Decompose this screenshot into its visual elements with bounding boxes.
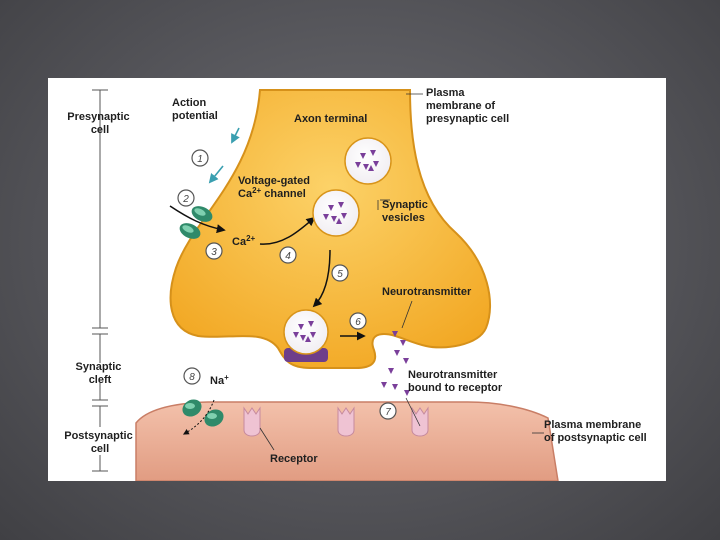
step-marker-2: 2 bbox=[177, 189, 195, 207]
receptor-label: Receptor bbox=[270, 453, 318, 465]
step-marker-3: 3 bbox=[205, 242, 223, 260]
postsynaptic-cell-label: Postsynaptic cell bbox=[64, 430, 136, 455]
neurotransmitter-bound-label: Neurotransmitter bound to receptor bbox=[408, 369, 503, 394]
released-neurotransmitter bbox=[381, 331, 410, 396]
receptor bbox=[337, 406, 355, 437]
step-marker-1: 1 bbox=[191, 149, 209, 167]
step-marker-8: 8 bbox=[183, 367, 201, 385]
postsynaptic-cell-body bbox=[135, 401, 559, 481]
synaptic-cleft-label: Synaptic cleft bbox=[76, 361, 125, 386]
slide-canvas: 1 2 3 4 5 6 7 8 Presynaptic cell Synapti… bbox=[48, 78, 666, 481]
vesicle-movement-arrow bbox=[312, 249, 331, 308]
calcium-ion-label: Ca2+ bbox=[232, 234, 256, 248]
svg-text:6: 6 bbox=[355, 317, 361, 328]
voltage-gated-channel-label: Voltage-gated Ca2+ channel bbox=[238, 175, 313, 200]
step-marker-5: 5 bbox=[331, 264, 349, 282]
side-scale bbox=[92, 89, 108, 472]
calcium-influx-arrow bbox=[169, 205, 226, 234]
voltage-gated-channel-lower bbox=[179, 223, 201, 239]
receptor-bound bbox=[411, 406, 429, 437]
action-potential-arrows bbox=[208, 127, 240, 184]
svg-text:3: 3 bbox=[211, 247, 217, 258]
docked-vesicle bbox=[283, 309, 329, 362]
step-marker-6: 6 bbox=[349, 312, 367, 330]
presynaptic-cell-label: Presynaptic cell bbox=[67, 111, 132, 136]
svg-text:5: 5 bbox=[337, 269, 343, 280]
neurotransmitter-label: Neurotransmitter bbox=[382, 286, 472, 298]
svg-text:1: 1 bbox=[197, 154, 203, 165]
synaptic-vesicles-label: Synaptic vesicles bbox=[382, 199, 431, 224]
synaptic-vesicle bbox=[344, 137, 392, 185]
axon-terminal-label: Axon terminal bbox=[294, 113, 367, 125]
receptor bbox=[243, 406, 261, 437]
sodium-ion-label: Na+ bbox=[210, 373, 229, 387]
plasma-membrane-presynaptic-label: Plasma membrane of presynaptic cell bbox=[426, 87, 509, 125]
svg-text:8: 8 bbox=[189, 372, 195, 383]
svg-text:7: 7 bbox=[385, 407, 391, 418]
svg-text:4: 4 bbox=[285, 251, 291, 262]
leader-lines bbox=[259, 93, 544, 451]
action-potential-label: Action potential bbox=[172, 97, 218, 122]
calcium-to-vesicle-arrow bbox=[259, 216, 316, 245]
plasma-membrane-postsynaptic-label: Plasma membrane of postsynaptic cell bbox=[544, 419, 647, 444]
step-marker-4: 4 bbox=[279, 246, 297, 264]
voltage-gated-channel-upper bbox=[191, 206, 213, 222]
sodium-influx-arrow bbox=[182, 399, 215, 435]
synapse-diagram: 1 2 3 4 5 6 7 8 Presynaptic cell Synapti… bbox=[64, 87, 647, 481]
synaptic-vesicle bbox=[312, 189, 360, 237]
step-marker-7: 7 bbox=[379, 402, 397, 420]
svg-text:2: 2 bbox=[182, 194, 189, 205]
sodium-channel bbox=[182, 399, 224, 427]
